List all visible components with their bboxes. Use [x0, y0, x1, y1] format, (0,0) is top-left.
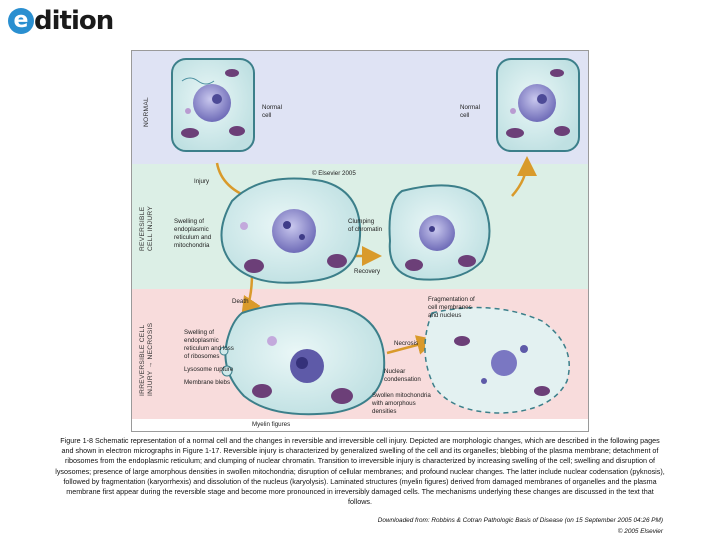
label-swelling-loss-4: of ribosomes [184, 353, 219, 360]
label-recovery: Recovery [354, 268, 381, 275]
label-lysosome-rupture: Lysosome rupture [184, 366, 234, 373]
label-fragmentation-3: and nucleus [428, 312, 461, 319]
label-nuclear-condensation-1: Nuclear [384, 368, 405, 375]
label-nuclear-condensation-2: condensation [384, 376, 421, 383]
label-normal-cell-right-2: cell [460, 112, 469, 119]
label-swollen-mito-3: densities [372, 408, 396, 415]
label-swollen-mito-1: Swollen mitochondria [372, 392, 431, 399]
label-swelling-1: Swelling of [174, 218, 204, 225]
label-swelling-loss-3: reticulum and loss [184, 345, 234, 352]
irreversible-cell [219, 302, 386, 416]
source-credit: Downloaded from: Robbins & Cotran Pathol… [377, 517, 663, 524]
label-swelling-4: mitochondria [174, 242, 210, 249]
label-copyright: © Elsevier 2005 [312, 170, 356, 177]
copyright-credit: © 2005 Elsevier [617, 528, 663, 535]
label-membrane-blebs: Membrane blebs [184, 379, 230, 386]
label-fragmentation-1: Fragmentation of [428, 296, 475, 303]
arrow-recovery-up [511, 156, 537, 197]
label-necrosis: Necrosis [394, 340, 418, 347]
zone-label-irreversible-2: INJURY → NECROSIS [147, 322, 154, 396]
figure-caption: Figure 1-8 Schematic representation of a… [55, 436, 665, 507]
label-injury: Injury [194, 178, 210, 185]
zone-label-reversible-1: REVERSIBLE [139, 206, 146, 251]
zone-label-normal: NORMAL [143, 97, 150, 127]
label-swelling-3: reticulum and [174, 234, 212, 241]
reversible-recovering-cell [388, 184, 491, 281]
normal-cell-right [496, 58, 580, 152]
reversible-swollen-cell [220, 177, 362, 284]
label-myelin-figures: Myelin figures [252, 421, 290, 428]
label-swelling-loss-1: Swelling of [184, 329, 214, 336]
label-swelling-loss-2: endoplasmic [184, 337, 219, 344]
zone-label-reversible-2: CELL INJURY [147, 206, 154, 251]
necrotic-cell [424, 306, 570, 414]
cell-injury-figure: NORMAL REVERSIBLE CELL INJURY IRREVERSIB… [131, 50, 589, 432]
cell-injury-diagram: NORMAL REVERSIBLE CELL INJURY IRREVERSIB… [132, 51, 588, 428]
label-normal-cell-right-1: Normal [460, 104, 480, 111]
label-clumping-1: Clumping [348, 218, 375, 225]
label-swollen-mito-2: with amorphous [371, 400, 416, 407]
edition-logo: e dition [8, 6, 114, 36]
label-fragmentation-2: cell membranes [428, 304, 472, 311]
label-clumping-2: of chromatin [348, 226, 383, 233]
label-normal-cell-left-2: cell [262, 112, 271, 119]
logo-text: dition [34, 6, 114, 36]
normal-cell-left [171, 58, 255, 152]
label-normal-cell-left-1: Normal [262, 104, 282, 111]
zone-label-irreversible-1: IRREVERSIBLE CELL [139, 325, 146, 396]
label-swelling-2: endoplasmic [174, 226, 209, 233]
logo-letter: e [8, 8, 34, 34]
label-death: Death [232, 298, 249, 305]
